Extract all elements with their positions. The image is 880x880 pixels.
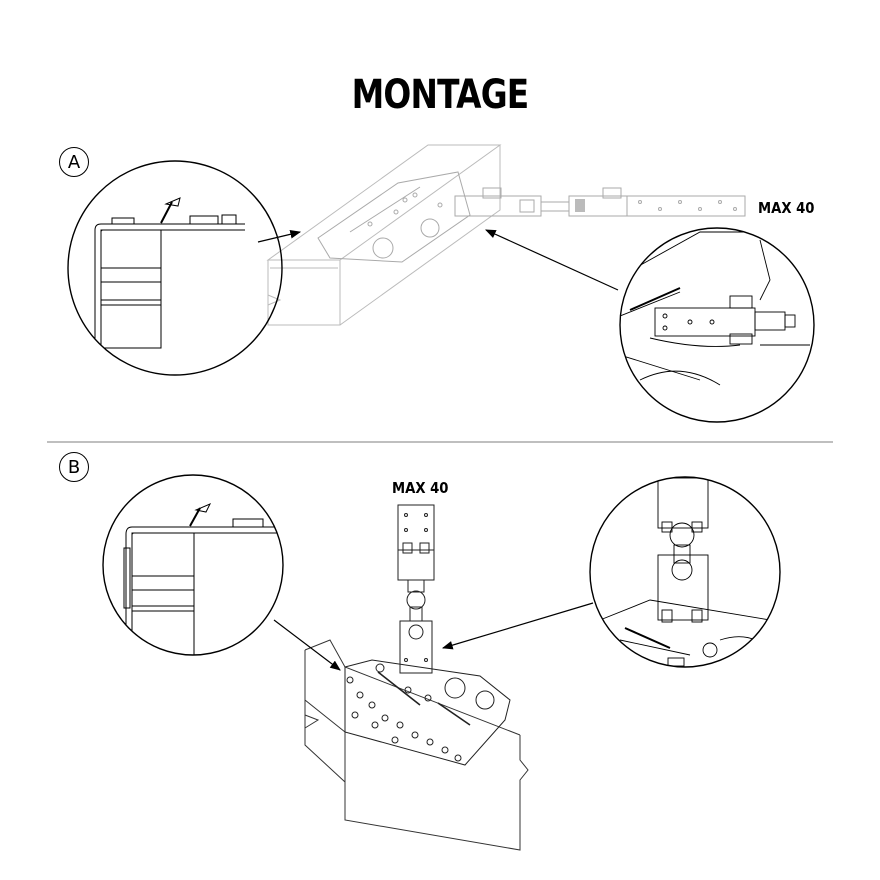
section-a-detail-left-drawing — [94, 197, 245, 349]
section-b-max-label: MAX 40 — [392, 479, 449, 497]
section-a-detail-circle-left — [67, 160, 283, 376]
section-b-beam — [304, 639, 529, 851]
section-a-beam — [266, 144, 502, 326]
section-a-badge: A — [59, 147, 89, 177]
section-b-detail-circle-right — [589, 476, 781, 668]
section-b-detail-left-drawing — [123, 503, 283, 655]
section-a-detail-right-drawing — [620, 231, 810, 386]
section-a-connector-strip — [454, 187, 746, 217]
section-b-arrow-left — [273, 619, 341, 671]
section-b-badge: B — [59, 452, 89, 482]
section-b-mount-plate — [344, 659, 511, 766]
section-b-arrow-right — [441, 602, 594, 650]
section-a-mount-plate — [317, 171, 471, 263]
page-title: MONTAGE — [351, 72, 530, 118]
section-a-detail-circle-right — [619, 227, 815, 423]
section-b-detail-circle-left — [102, 474, 284, 656]
section-b-detail-right-drawing — [599, 477, 771, 667]
section-a-arrow-left — [257, 230, 302, 243]
section-a-max-label: MAX 40 — [758, 199, 815, 217]
section-a-arrow-right — [485, 229, 619, 291]
section-b-vertical-connector — [397, 504, 435, 674]
